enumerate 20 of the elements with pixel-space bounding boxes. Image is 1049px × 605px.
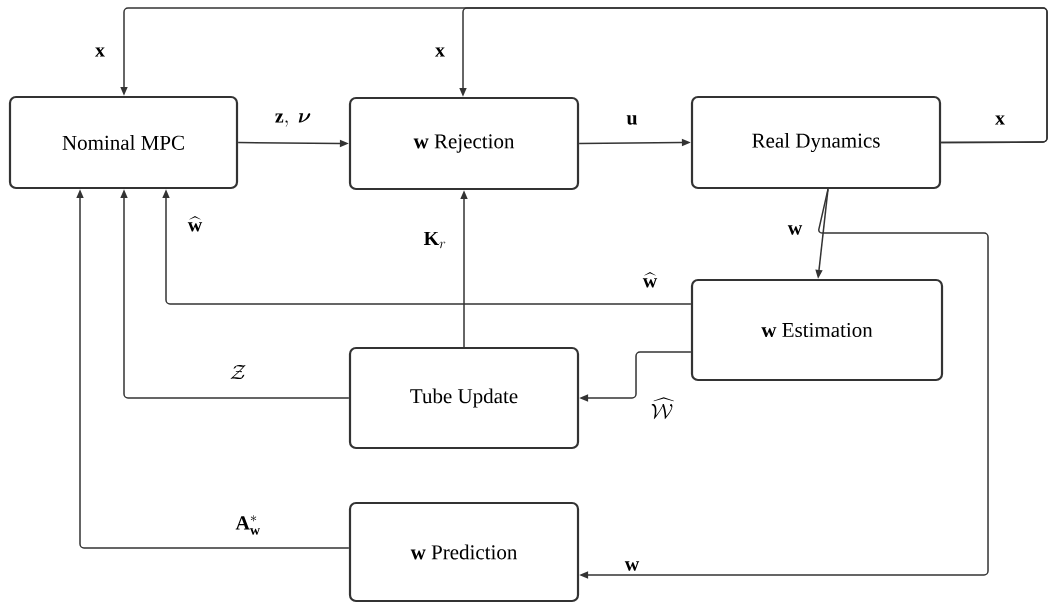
edge-label: $\mathbf{w}$ xyxy=(786,224,804,236)
edge-label: $\mathbf{A}^*_{\mathbf{w}}$ xyxy=(234,514,262,536)
process-box: Tube Update xyxy=(348,346,580,450)
edge-label: $\mathbf{x}$ xyxy=(434,46,446,58)
process-box: Real Dynamics xyxy=(690,95,942,190)
edge-label: $\mathcal{Z}$ xyxy=(228,363,248,381)
edge-label: $\mathbf{w}$ xyxy=(623,560,641,572)
edge-label: $\mathbf{u}$ xyxy=(625,114,639,126)
process-box: w Prediction xyxy=(348,501,580,603)
process-box: w Estimation xyxy=(690,278,944,382)
process-box: Nominal MPC xyxy=(8,95,239,190)
arrow xyxy=(459,7,1048,144)
edge-label: $\widehat{\mathcal{W}}$ xyxy=(649,396,675,420)
edge-label: $\mathbf{z},\ \boldsymbol{\nu}$ xyxy=(273,112,313,128)
signal-label: $\mathbf{x}$ xyxy=(995,115,1005,125)
signal-label: $\widehat{\mathbf{w}}$ xyxy=(187,215,203,232)
edge-label: $\mathbf{x}$ xyxy=(94,46,106,58)
process-box: w Rejection xyxy=(348,96,580,191)
edge-label: $\widehat{\mathbf{w}}$ xyxy=(641,271,659,289)
edge-label: $\mathbf{K}_r$ xyxy=(422,230,448,250)
